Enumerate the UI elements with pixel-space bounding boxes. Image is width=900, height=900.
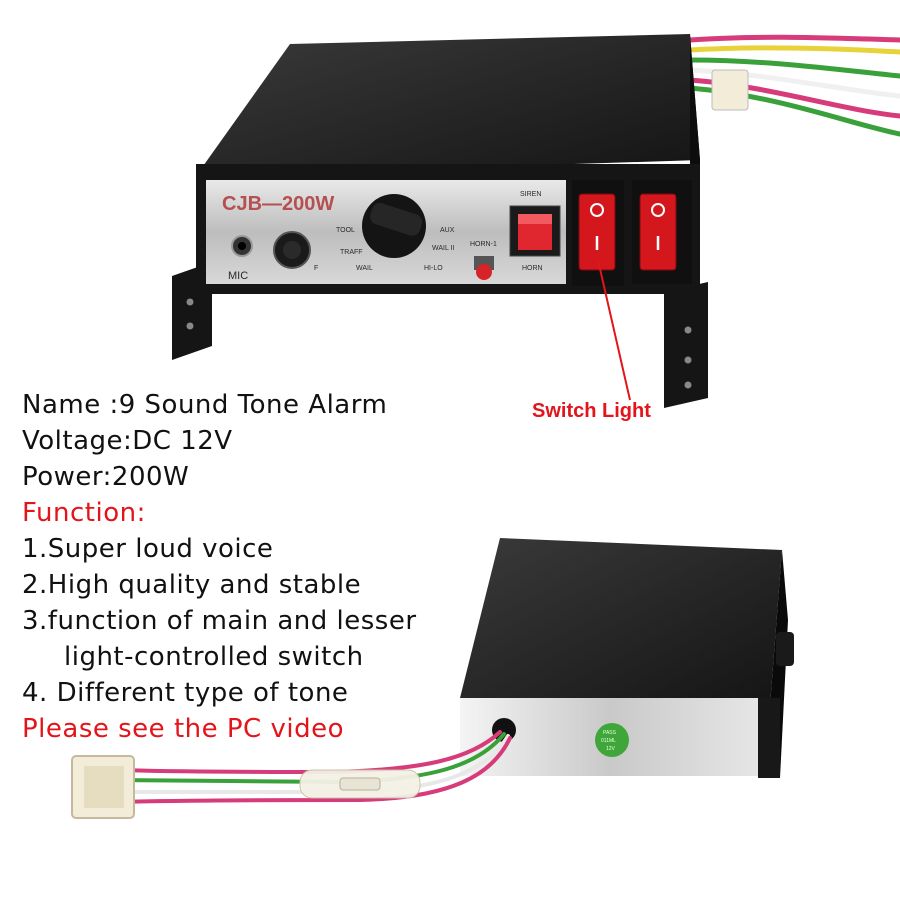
wail2-label: WAIL II xyxy=(432,245,454,252)
sticker-num: 12V xyxy=(606,746,616,752)
switch-light-callout: Switch Light xyxy=(532,400,651,422)
spec-name: Name :9 Sound Tone Alarm xyxy=(22,390,388,420)
callout-line xyxy=(597,259,631,401)
rear-box-top xyxy=(460,538,782,705)
mount-bracket-right xyxy=(664,282,708,408)
function-item-2: 2.High quality and stable xyxy=(22,570,362,600)
spec-power: Power:200W xyxy=(22,462,190,492)
horn-button xyxy=(476,264,492,280)
function-item-3: 3.function of main and lesser xyxy=(22,606,417,636)
siren-unit-rear: PASS 011ML 12V xyxy=(71,538,794,819)
wail-label: WAIL xyxy=(356,265,373,272)
sticker-code: 011ML xyxy=(601,738,616,744)
sticker-pass: PASS xyxy=(603,730,617,736)
light-switch-lesser xyxy=(639,193,677,271)
box-top-surface xyxy=(196,34,700,176)
horn-label: HORN xyxy=(522,265,543,272)
function-item-1: 1.Super loud voice xyxy=(22,534,274,564)
siren-unit-front: CJB—200W MIC F TOOL TRAFF WAIL AUX WAIL … xyxy=(172,34,900,408)
aux-label: AUX xyxy=(440,227,455,234)
brand-label: CJB—200W xyxy=(222,193,334,215)
function-heading: Function: xyxy=(22,498,146,528)
traffic-label: TRAFF xyxy=(340,249,363,256)
off-label: F xyxy=(314,265,318,272)
function-item-3-continued: light-controlled switch xyxy=(64,642,364,672)
horn1-label: HORN-1 xyxy=(470,241,497,248)
video-note: Please see the PC video xyxy=(22,714,344,744)
spec-voltage: Voltage:DC 12V xyxy=(22,426,233,456)
function-item-4: 4. Different type of tone xyxy=(22,678,349,708)
hilo-label: HI-LO xyxy=(424,265,443,272)
rear-connector-top xyxy=(711,69,749,111)
mic-label: MIC xyxy=(228,270,248,282)
light-switch-main xyxy=(578,193,616,271)
siren-label: SIREN xyxy=(520,191,541,198)
tool-label: TOOL xyxy=(336,227,355,234)
inspection-sticker xyxy=(595,723,629,757)
